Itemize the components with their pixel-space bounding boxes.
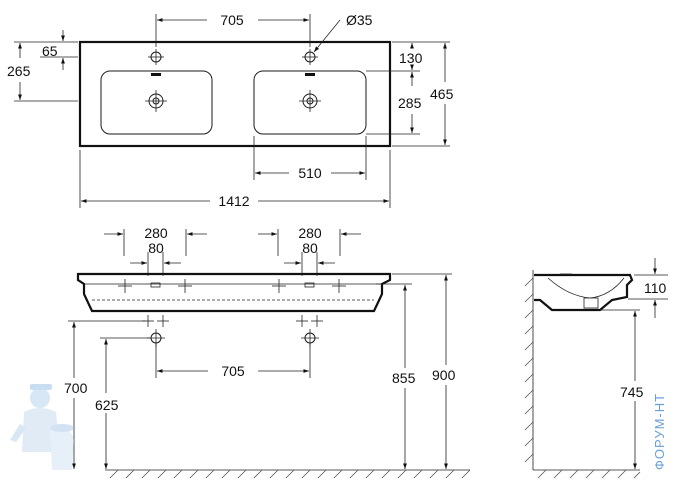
wall-hatching bbox=[524, 270, 534, 470]
dim-basin-width: 510 bbox=[298, 165, 322, 181]
dim-drain-spacing: 705 bbox=[221, 363, 245, 379]
top-view-outline bbox=[78, 40, 392, 148]
dim-right-outer: 280 bbox=[298, 225, 322, 241]
front-left-fittings bbox=[118, 279, 192, 293]
dim-underside-height: 855 bbox=[392, 370, 416, 386]
left-tap-hole bbox=[148, 49, 164, 65]
dim-thickness: 110 bbox=[644, 280, 667, 296]
front-right-fittings bbox=[272, 279, 346, 293]
watermark-text: ФОРУМ-НТ bbox=[652, 393, 667, 470]
dim-hole-diameter: Ø35 bbox=[346, 12, 373, 28]
side-floor-hatching bbox=[533, 469, 641, 479]
right-basin-outline bbox=[253, 70, 367, 135]
floor-hatching bbox=[105, 469, 471, 479]
side-profile bbox=[534, 273, 634, 312]
plumber-mascot-logo bbox=[10, 384, 74, 470]
left-drain bbox=[145, 90, 167, 112]
dim-supply-height: 700 bbox=[64, 380, 88, 396]
left-supply-points bbox=[142, 315, 169, 327]
dim-total-depth: 465 bbox=[430, 86, 454, 102]
dim-top-height: 900 bbox=[432, 367, 456, 383]
side-view: 110 745 bbox=[524, 258, 668, 479]
dim-hole-spacing: 705 bbox=[220, 12, 244, 28]
right-supply-points bbox=[296, 315, 323, 327]
dim-drain-height: 625 bbox=[95, 397, 119, 413]
dim-total-width: 1412 bbox=[218, 193, 249, 209]
right-overflow-slot bbox=[305, 73, 315, 76]
top-view: 705 Ø35 65 265 130 285 465 510 bbox=[7, 12, 454, 209]
dim-back-to-basin: 130 bbox=[399, 50, 423, 66]
right-tap-hole bbox=[302, 49, 318, 65]
front-view-outline bbox=[76, 272, 392, 313]
front-view: 280 80 280 80 bbox=[64, 225, 471, 479]
dim-left-outer: 280 bbox=[144, 225, 168, 241]
left-basin-outline bbox=[100, 70, 213, 135]
right-drain bbox=[299, 90, 321, 112]
dim-left-inner: 80 bbox=[148, 240, 164, 256]
left-overflow-slot bbox=[151, 73, 161, 76]
dim-right-inner: 80 bbox=[302, 240, 318, 256]
dim-edge-to-drain: 265 bbox=[7, 63, 31, 79]
dim-basin-depth: 285 bbox=[398, 95, 422, 111]
dim-edge-to-hole: 65 bbox=[42, 43, 58, 59]
dim-height: 745 bbox=[620, 384, 644, 400]
